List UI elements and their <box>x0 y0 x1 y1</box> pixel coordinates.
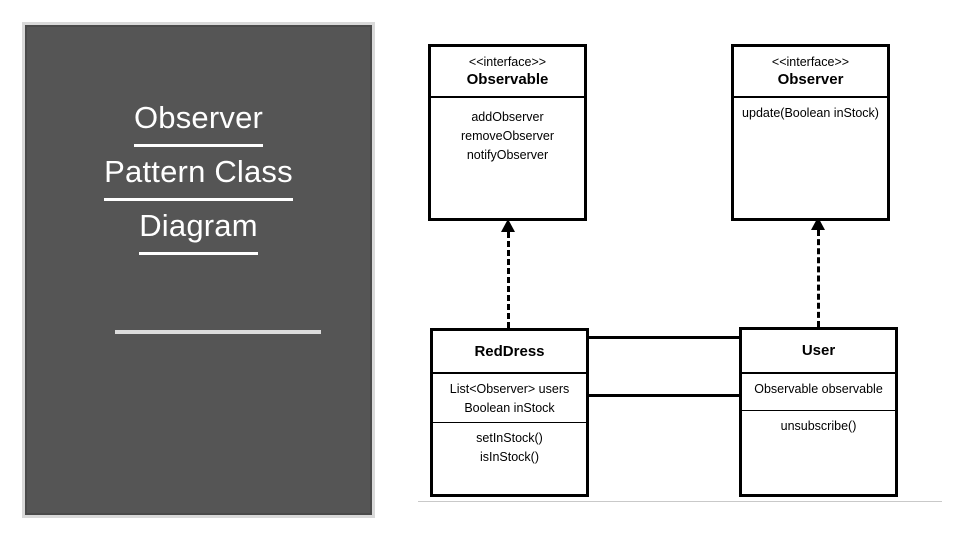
class-box-user[interactable]: User Observable observable unsubscribe() <box>739 327 898 497</box>
operation-item: isInStock() <box>479 450 540 464</box>
stereotype-label-observable: <<interface>> <box>468 54 547 69</box>
class-header-observable: <<interface>> Observable <box>431 47 584 96</box>
composition-line-reddress-to-user <box>586 336 742 339</box>
attribute-item: List<Observer> users <box>449 382 570 396</box>
class-operations-observer: update(Boolean inStock) <box>734 96 887 218</box>
class-box-reddress[interactable]: RedDress List<Observer> users Boolean in… <box>430 328 589 497</box>
page-title: Observer Pattern Class Diagram <box>25 93 372 255</box>
class-name-user: User <box>801 342 836 359</box>
diagram-baseline-rule <box>418 501 942 502</box>
class-operations-observable: addObserver removeObserver notifyObserve… <box>431 96 584 218</box>
title-divider-rule <box>115 330 321 334</box>
realization-line-user-observer <box>817 230 820 327</box>
class-name-reddress: RedDress <box>474 342 545 360</box>
class-header-user: User <box>742 330 895 372</box>
operation-item: unsubscribe() <box>780 419 857 433</box>
page-title-line-3: Diagram <box>25 201 372 255</box>
composition-line-user-to-reddress <box>586 394 742 397</box>
class-name-observable: Observable <box>466 70 549 88</box>
title-panel: Observer Pattern Class Diagram <box>22 22 375 518</box>
operation-item: removeObserver <box>460 129 555 143</box>
realization-line-reddress-observable <box>507 232 510 328</box>
class-box-observable[interactable]: <<interface>> Observable addObserver rem… <box>428 44 587 221</box>
attribute-item: Observable observable <box>754 382 883 396</box>
operation-item: addObserver <box>471 110 544 124</box>
realization-arrowhead-observable <box>501 219 515 232</box>
stereotype-label-observer: <<interface>> <box>771 54 850 69</box>
class-operations-user: unsubscribe() <box>742 410 895 494</box>
class-name-observer: Observer <box>777 70 844 88</box>
operation-item: setInStock() <box>476 431 543 445</box>
page-title-line-2: Pattern Class <box>25 147 372 201</box>
operation-item: notifyObserver <box>466 148 549 162</box>
uml-class-diagram: <<interface>> Observable addObserver rem… <box>400 0 960 540</box>
class-attributes-reddress: List<Observer> users Boolean inStock <box>433 372 586 422</box>
operation-item: update(Boolean inStock) <box>742 106 879 120</box>
class-header-observer: <<interface>> Observer <box>734 47 887 96</box>
class-attributes-user: Observable observable <box>742 372 895 410</box>
class-operations-reddress: setInStock() isInStock() <box>433 422 586 494</box>
class-header-reddress: RedDress <box>433 331 586 372</box>
attribute-item: Boolean inStock <box>464 401 555 415</box>
page-title-line-1: Observer <box>25 93 372 147</box>
class-box-observer[interactable]: <<interface>> Observer update(Boolean in… <box>731 44 890 221</box>
